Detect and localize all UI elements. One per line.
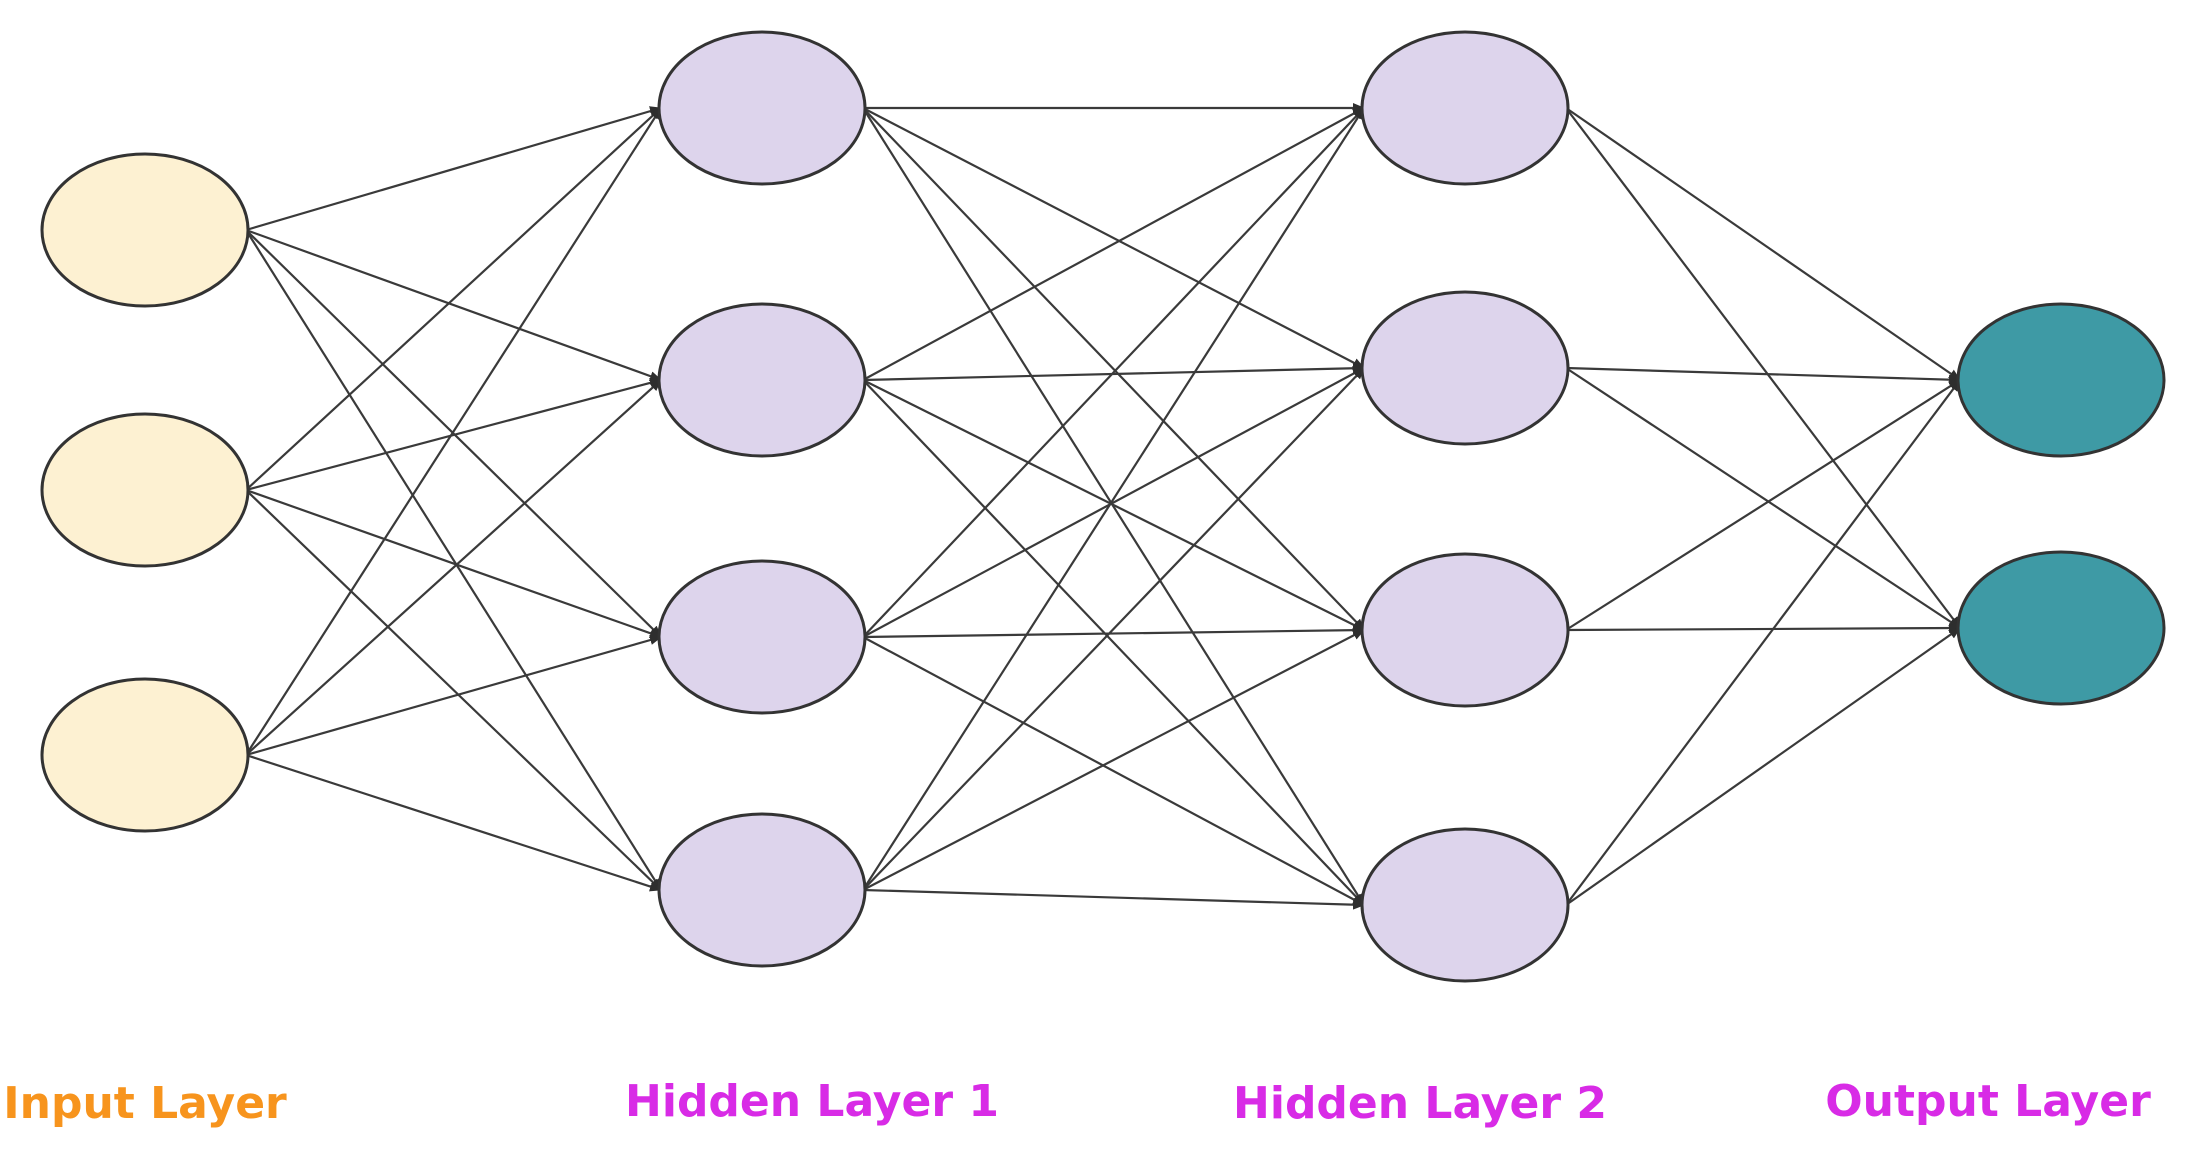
- hidden2-node-4: [1360, 827, 1570, 983]
- connection-input-3-to-hidden1-1: [245, 107, 662, 756]
- connection-hidden1-2-to-hidden2-3: [862, 379, 1365, 631]
- input-node-3: [40, 677, 250, 833]
- hidden2-node-1: [1360, 30, 1570, 186]
- connections: [245, 103, 1961, 910]
- layer-labels: Input Layer Hidden Layer 1 Hidden Layer …: [3, 1076, 2151, 1129]
- output-node-1: [1956, 302, 2166, 458]
- connection-hidden2-4-to-output-2: [1565, 627, 1961, 906]
- output-node-2: [1956, 550, 2166, 706]
- connection-hidden1-3-to-hidden2-4: [862, 636, 1365, 906]
- hidden1-node-2: [657, 302, 867, 458]
- connection-hidden1-3-to-hidden2-3: [862, 625, 1365, 639]
- connection-hidden2-4-to-output-1: [1565, 379, 1961, 906]
- connection-hidden1-2-to-hidden2-1: [862, 107, 1365, 381]
- connection-hidden2-2-to-output-1: [1565, 366, 1961, 385]
- connection-hidden2-1-to-output-2: [1565, 107, 1961, 629]
- connection-hidden2-3-to-output-2: [1565, 623, 1961, 634]
- hidden2-node-2: [1360, 290, 1570, 446]
- hidden1-node-3: [657, 559, 867, 715]
- connection-hidden1-2-to-hidden2-4: [862, 379, 1365, 906]
- hidden1-node-4: [657, 812, 867, 968]
- connection-input-3-to-hidden1-2: [245, 379, 662, 756]
- input-layer-label: Input Layer: [3, 1078, 287, 1129]
- connection-hidden1-4-to-hidden2-4: [862, 888, 1365, 910]
- connection-hidden1-1-to-hidden2-3: [862, 107, 1365, 631]
- connection-hidden1-4-to-hidden2-2: [862, 367, 1365, 891]
- connection-input-1-to-hidden1-1: [245, 106, 662, 232]
- connection-input-1-to-hidden1-4: [245, 229, 662, 891]
- connection-input-2-to-hidden1-1: [245, 107, 662, 491]
- connection-hidden1-3-to-hidden2-2: [862, 367, 1365, 638]
- connection-hidden1-3-to-hidden2-1: [862, 107, 1365, 638]
- connection-input-2-to-hidden1-2: [245, 377, 662, 492]
- neurons: [40, 30, 2166, 983]
- connection-hidden1-1-to-hidden2-4: [862, 107, 1365, 906]
- connection-hidden1-4-to-hidden2-3: [862, 629, 1365, 891]
- hidden2-node-3: [1360, 552, 1570, 708]
- input-node-2: [40, 412, 250, 568]
- connection-input-2-to-hidden1-3: [245, 488, 662, 639]
- connection-input-3-to-hidden1-4: [245, 753, 662, 892]
- hidden-layer-1-label: Hidden Layer 1: [625, 1076, 999, 1127]
- hidden1-node-1: [657, 30, 867, 186]
- connection-input-2-to-hidden1-4: [245, 489, 662, 891]
- connection-hidden2-2-to-output-2: [1565, 367, 1961, 629]
- connection-hidden1-4-to-hidden2-1: [862, 107, 1365, 891]
- connection-hidden2-3-to-output-1: [1565, 379, 1961, 631]
- output-layer-label: Output Layer: [1825, 1076, 2151, 1127]
- connection-hidden1-1-to-hidden2-2: [862, 107, 1365, 369]
- input-node-1: [40, 152, 250, 308]
- hidden-layer-2-label: Hidden Layer 2: [1233, 1078, 1607, 1129]
- connection-hidden2-1-to-output-1: [1565, 107, 1961, 381]
- connection-input-1-to-hidden1-2: [245, 228, 662, 382]
- connection-input-3-to-hidden1-3: [245, 635, 662, 757]
